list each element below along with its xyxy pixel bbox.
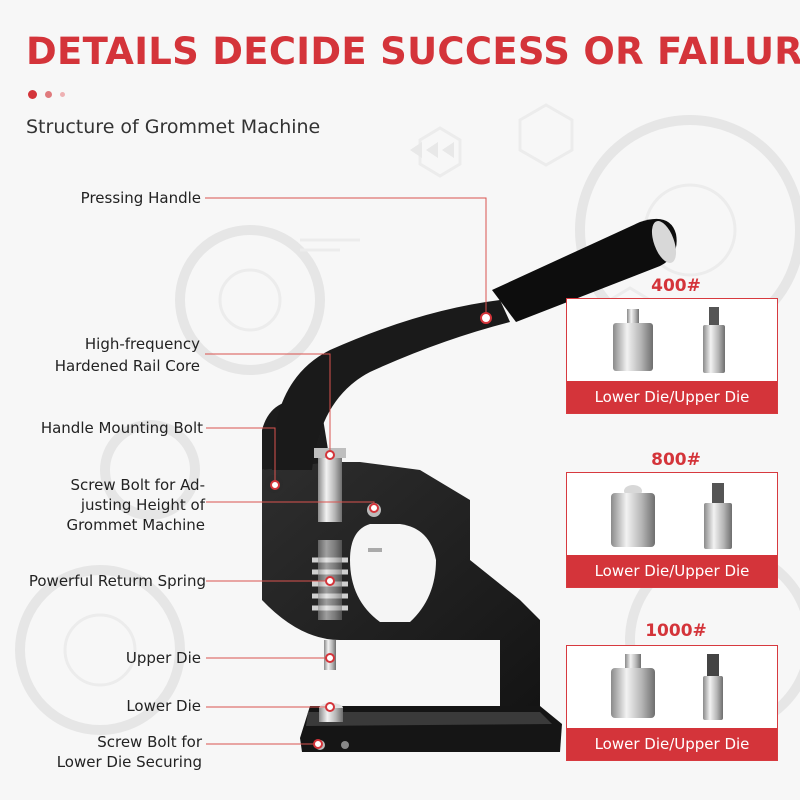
panel-title-400: 400# (651, 276, 701, 296)
die-panel-800-image (567, 473, 777, 555)
headline: DETAILS DECIDE SUCCESS OR FAILURE (26, 30, 800, 73)
decorative-dots (28, 90, 88, 100)
label-pressing-handle: Pressing Handle (80, 189, 201, 207)
subtitle: Structure of Grommet Machine (26, 116, 321, 138)
panel-title-1000: 1000# (645, 621, 707, 641)
die-panel-1000: Lower Die/Upper Die (566, 645, 778, 761)
label-lower-die: Lower Die (126, 697, 201, 715)
die-panel-400-caption: Lower Die/Upper Die (567, 381, 777, 413)
label-lower-screw-bolt: Screw Bolt for Lower Die Securing (57, 732, 202, 772)
label-upper-die: Upper Die (125, 649, 201, 667)
label-height-screw-bolt: Screw Bolt for Ad- justing Height of Gro… (66, 475, 205, 535)
label-handle-mounting-bolt: Handle Mounting Bolt (40, 419, 203, 437)
label-height-screw-bolt-line3: Grommet Machine (66, 516, 205, 534)
die-panel-1000-image (567, 646, 777, 728)
label-rail-core-line1: High-frequency (84, 335, 200, 353)
die-panel-400-image (567, 299, 777, 381)
dot-1 (28, 90, 37, 99)
label-height-screw-bolt-line1: Screw Bolt for Ad- (70, 476, 205, 494)
panel-title-800: 800# (651, 450, 701, 470)
die-panel-800-caption: Lower Die/Upper Die (567, 555, 777, 587)
die-panel-400: Lower Die/Upper Die (566, 298, 778, 414)
label-lower-screw-bolt-line1: Screw Bolt for (97, 733, 202, 751)
label-rail-core: High-frequency Hardened Rail Core (55, 333, 200, 377)
dot-2 (45, 91, 52, 98)
die-panel-1000-caption: Lower Die/Upper Die (567, 728, 777, 760)
label-lower-screw-bolt-line2: Lower Die Securing (56, 753, 202, 771)
label-return-spring: Powerful Returm Spring (28, 572, 206, 590)
dot-3 (60, 92, 65, 97)
die-set-800-icon (611, 483, 732, 549)
label-height-screw-bolt-line2: justing Height of (80, 496, 205, 514)
die-panel-800: Lower Die/Upper Die (566, 472, 778, 588)
die-set-400-icon (613, 307, 725, 373)
die-set-1000-icon (611, 654, 723, 720)
label-rail-core-line2: Hardened Rail Core (54, 357, 200, 375)
